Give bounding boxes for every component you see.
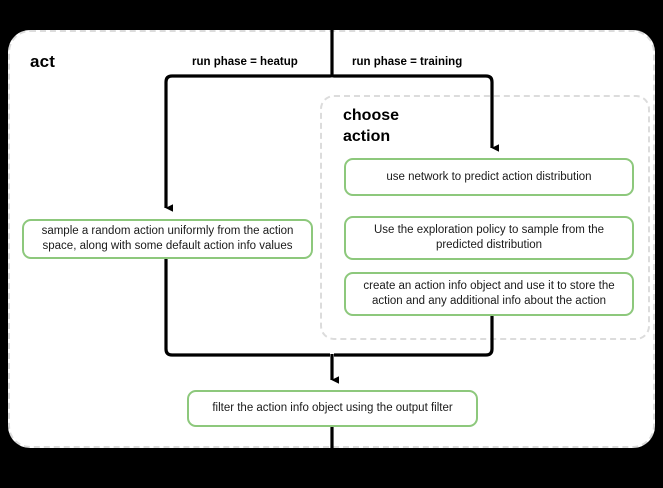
edge-label-heatup: run phase = heatup	[192, 56, 298, 68]
node-exploration-policy-sample[interactable]: Use the exploration policy to sample fro…	[344, 216, 634, 260]
choose-action-label-line-1: choose	[343, 107, 400, 124]
choose-action-group-label: choose action	[343, 105, 453, 147]
node-filter-action-info-output-filter[interactable]: filter the action info object using the …	[187, 390, 478, 427]
node-sample-random-action[interactable]: sample a random action uniformly from th…	[22, 219, 313, 259]
edge-label-training: run phase = training	[352, 56, 463, 68]
node-use-network-predict-action-distribution[interactable]: use network to predict action distributi…	[344, 158, 634, 196]
node-create-action-info-object[interactable]: create an action info object and use it …	[344, 272, 634, 316]
act-group-label: act	[30, 52, 56, 71]
choose-action-label-line-2: action	[343, 128, 391, 145]
